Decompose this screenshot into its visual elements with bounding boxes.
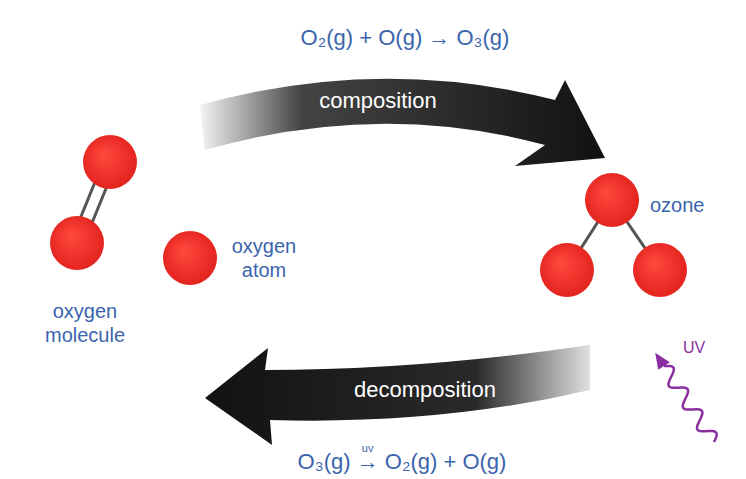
- curved-arrow: composition: [195, 72, 610, 176]
- arrow-body: [205, 345, 590, 445]
- uv-wave-arrow: [655, 353, 717, 442]
- oxygen-atom-circle: [585, 173, 639, 227]
- arrow-condition: uv: [362, 442, 374, 455]
- equation: O₃(g) → O₂(g) + O(g): [298, 449, 507, 475]
- curved-arrow: decomposition: [195, 338, 600, 458]
- oxygen-atom-circle: [50, 216, 104, 270]
- arrow-label: decomposition: [354, 377, 496, 403]
- equation: O₂(g) + O(g) → O₃(g): [301, 25, 510, 51]
- oxygen-atom-circle: [83, 135, 137, 189]
- uv-label: UV: [683, 338, 705, 357]
- uv-arrowhead: [655, 353, 670, 370]
- arrow-body: [200, 79, 605, 166]
- oxygen-atom-circle: [540, 243, 594, 297]
- uv-wave: [664, 366, 717, 442]
- arrow-label: composition: [319, 88, 436, 114]
- atom-label: oxygen atom: [219, 234, 309, 282]
- arrow-shape: [195, 72, 610, 176]
- oxygen-atom-circle: [163, 231, 217, 285]
- molecule-label: oxygen molecule: [35, 299, 135, 347]
- molecule-label: ozone: [650, 193, 705, 217]
- oxygen-atom-circle: [633, 243, 687, 297]
